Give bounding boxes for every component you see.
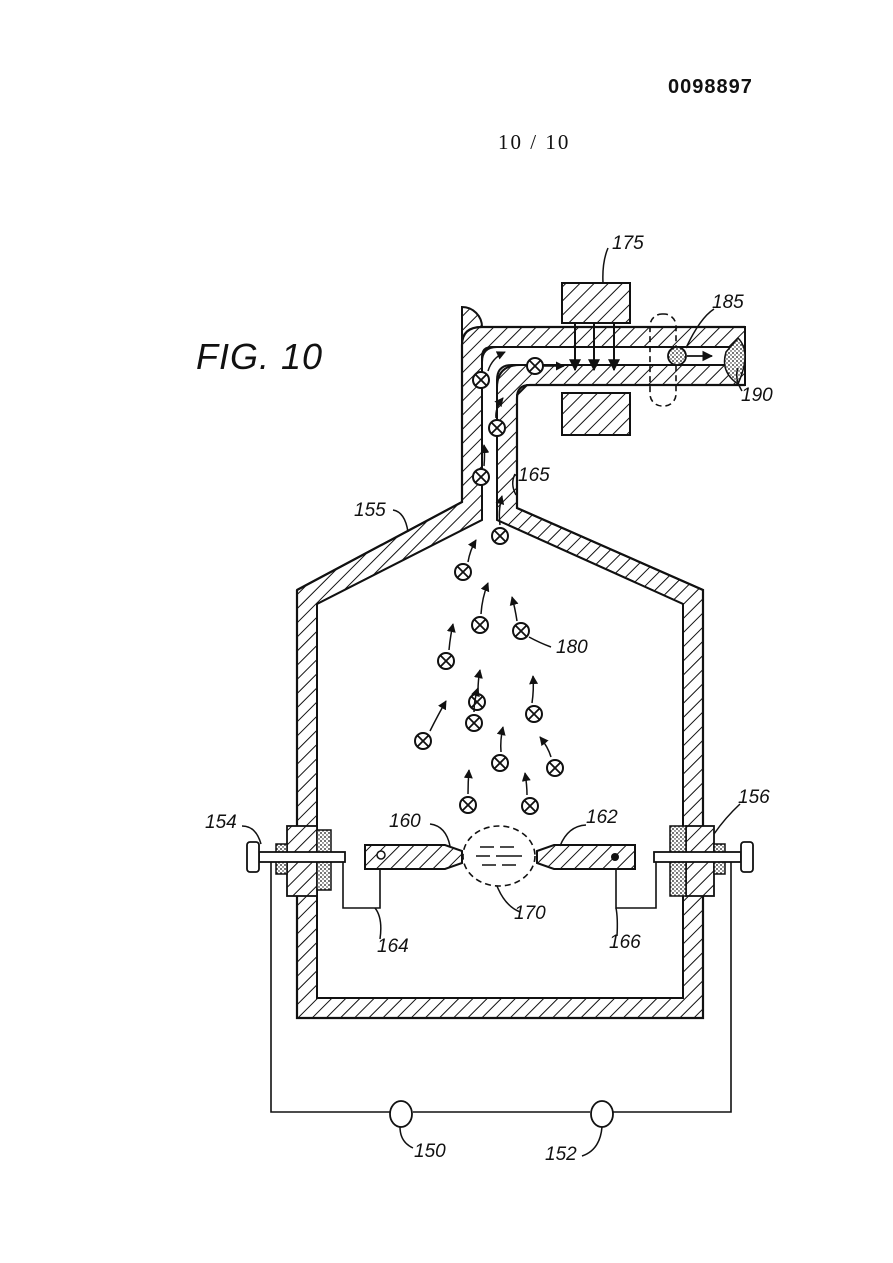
label-154: 154 bbox=[205, 812, 237, 833]
label-156: 156 bbox=[738, 787, 770, 808]
label-155: 155 bbox=[354, 500, 386, 521]
label-190: 190 bbox=[741, 385, 773, 406]
label-185: 185 bbox=[712, 292, 744, 313]
label-160: 160 bbox=[389, 811, 421, 832]
electrode-160 bbox=[364, 844, 463, 870]
particle-185 bbox=[667, 346, 687, 366]
magnet-upper bbox=[561, 282, 631, 324]
particles-180 bbox=[414, 357, 565, 815]
label-150: 150 bbox=[414, 1141, 446, 1162]
document-number: 0098897 bbox=[668, 76, 753, 98]
figure-title: FIG. 10 bbox=[196, 336, 324, 377]
rod-right bbox=[653, 851, 742, 863]
label-165: 165 bbox=[518, 465, 550, 486]
sheet-number: 10 / 10 bbox=[498, 130, 571, 154]
electrode-162 bbox=[536, 844, 636, 870]
label-162: 162 bbox=[586, 807, 618, 828]
vessel-interior bbox=[316, 346, 736, 999]
power-source-150 bbox=[389, 1100, 413, 1128]
magnet-lower bbox=[561, 392, 631, 436]
label-166: 166 bbox=[609, 932, 641, 953]
label-164: 164 bbox=[377, 936, 409, 957]
label-152: 152 bbox=[545, 1144, 577, 1165]
label-175: 175 bbox=[612, 233, 644, 254]
label-180: 180 bbox=[556, 637, 588, 658]
power-source-152 bbox=[590, 1100, 614, 1128]
label-170: 170 bbox=[514, 903, 546, 924]
rod-left bbox=[258, 851, 346, 863]
